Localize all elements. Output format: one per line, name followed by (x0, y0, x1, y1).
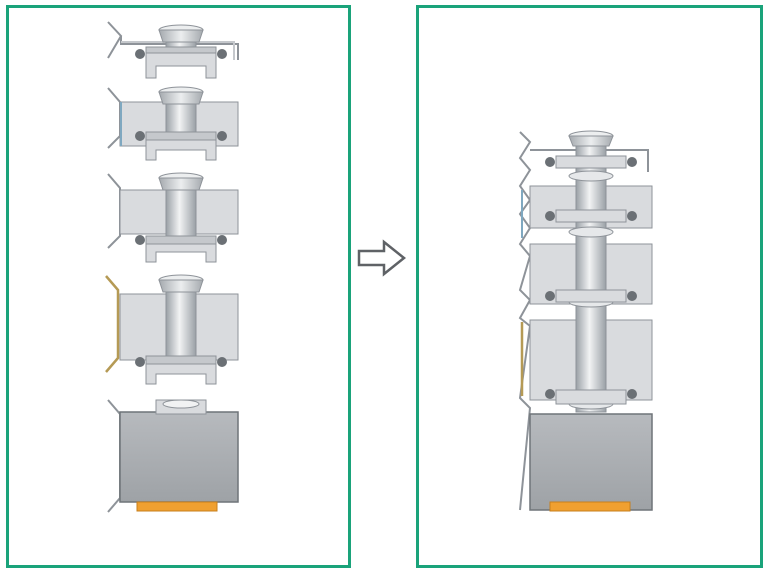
module-2-section (107, 86, 239, 161)
clip-4 (545, 389, 637, 405)
right-arrow-icon (357, 239, 407, 277)
module-4-section (105, 274, 239, 385)
module-1-shelf (107, 21, 239, 79)
clip-2 (545, 209, 637, 223)
assembled-stack (518, 130, 653, 512)
clip-1 (545, 155, 637, 169)
clip-3 (545, 289, 637, 303)
module-3-section (107, 172, 239, 263)
module-5-base (107, 399, 239, 513)
